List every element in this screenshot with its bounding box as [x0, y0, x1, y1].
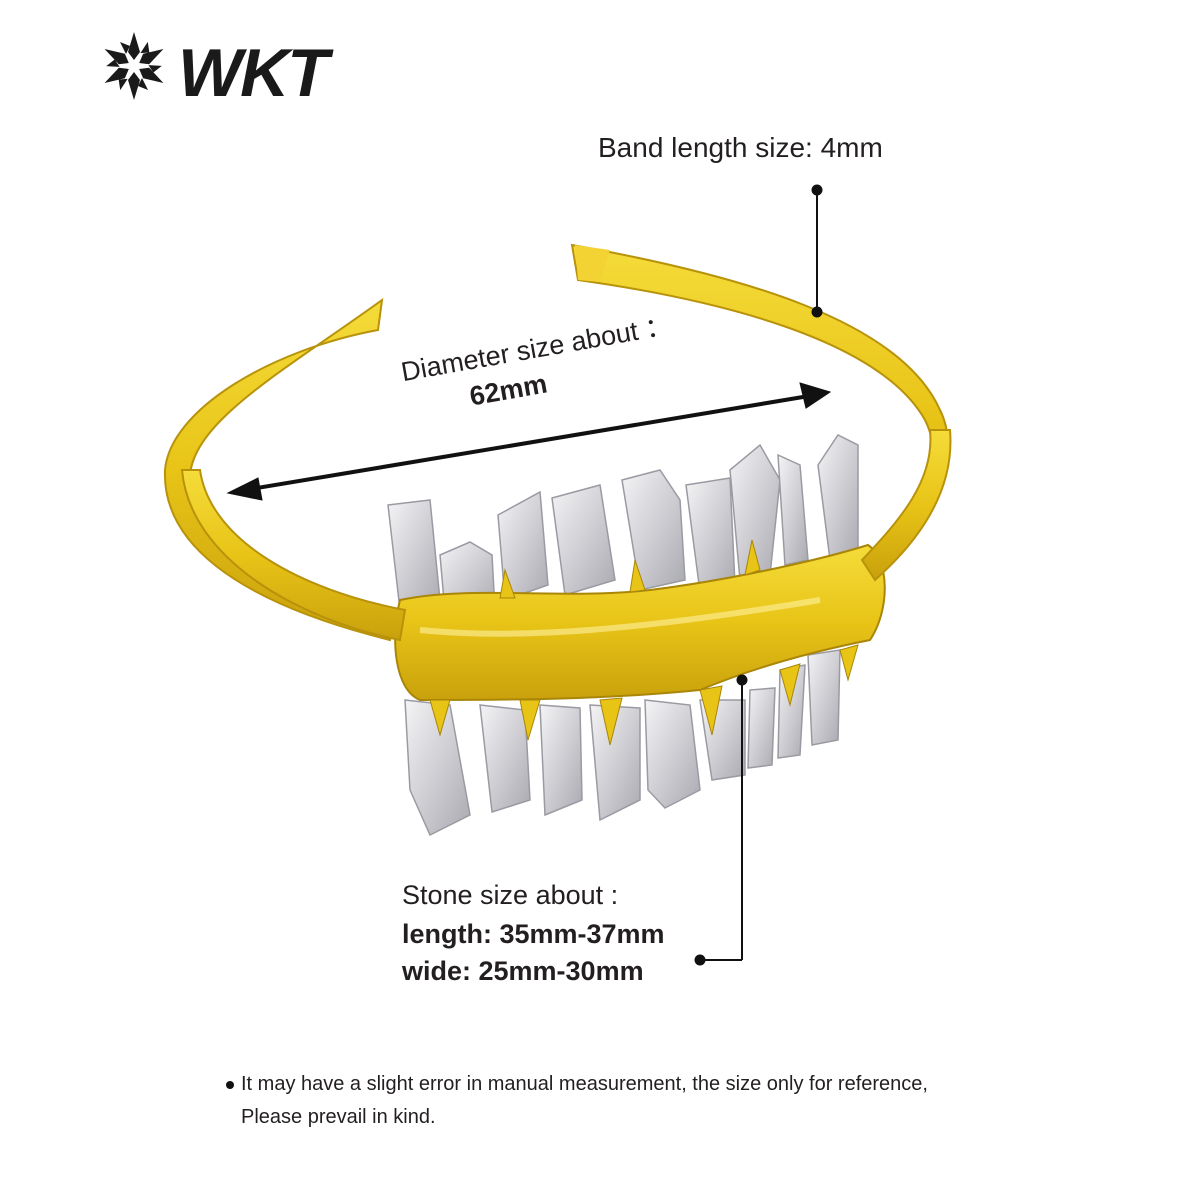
disclaimer-line-2: Please prevail in kind.	[241, 1106, 436, 1128]
band-pointer	[811, 184, 823, 318]
bullet-icon	[226, 1081, 234, 1089]
brand-logo: WKT	[104, 32, 336, 108]
logo-wordmark: WKT	[178, 35, 334, 108]
snowflake-icon	[104, 32, 164, 100]
stone-pointer	[694, 674, 748, 966]
cuff-band	[163, 243, 949, 642]
crystal-cluster-bottom	[404, 649, 841, 837]
stone-length-value: length: 35mm-37mm	[402, 919, 665, 949]
band-length-label: Band length size: 4mm	[598, 132, 883, 163]
disclaimer-line-1: It may have a slight error in manual mea…	[241, 1073, 928, 1095]
stone-wide-value: wide: 25mm-30mm	[402, 956, 644, 986]
stone-size-annotation: Stone size about : length: 35mm-37mm wid…	[402, 880, 665, 987]
stone-size-label: Stone size about :	[402, 880, 619, 910]
diameter-arrow	[226, 382, 832, 501]
